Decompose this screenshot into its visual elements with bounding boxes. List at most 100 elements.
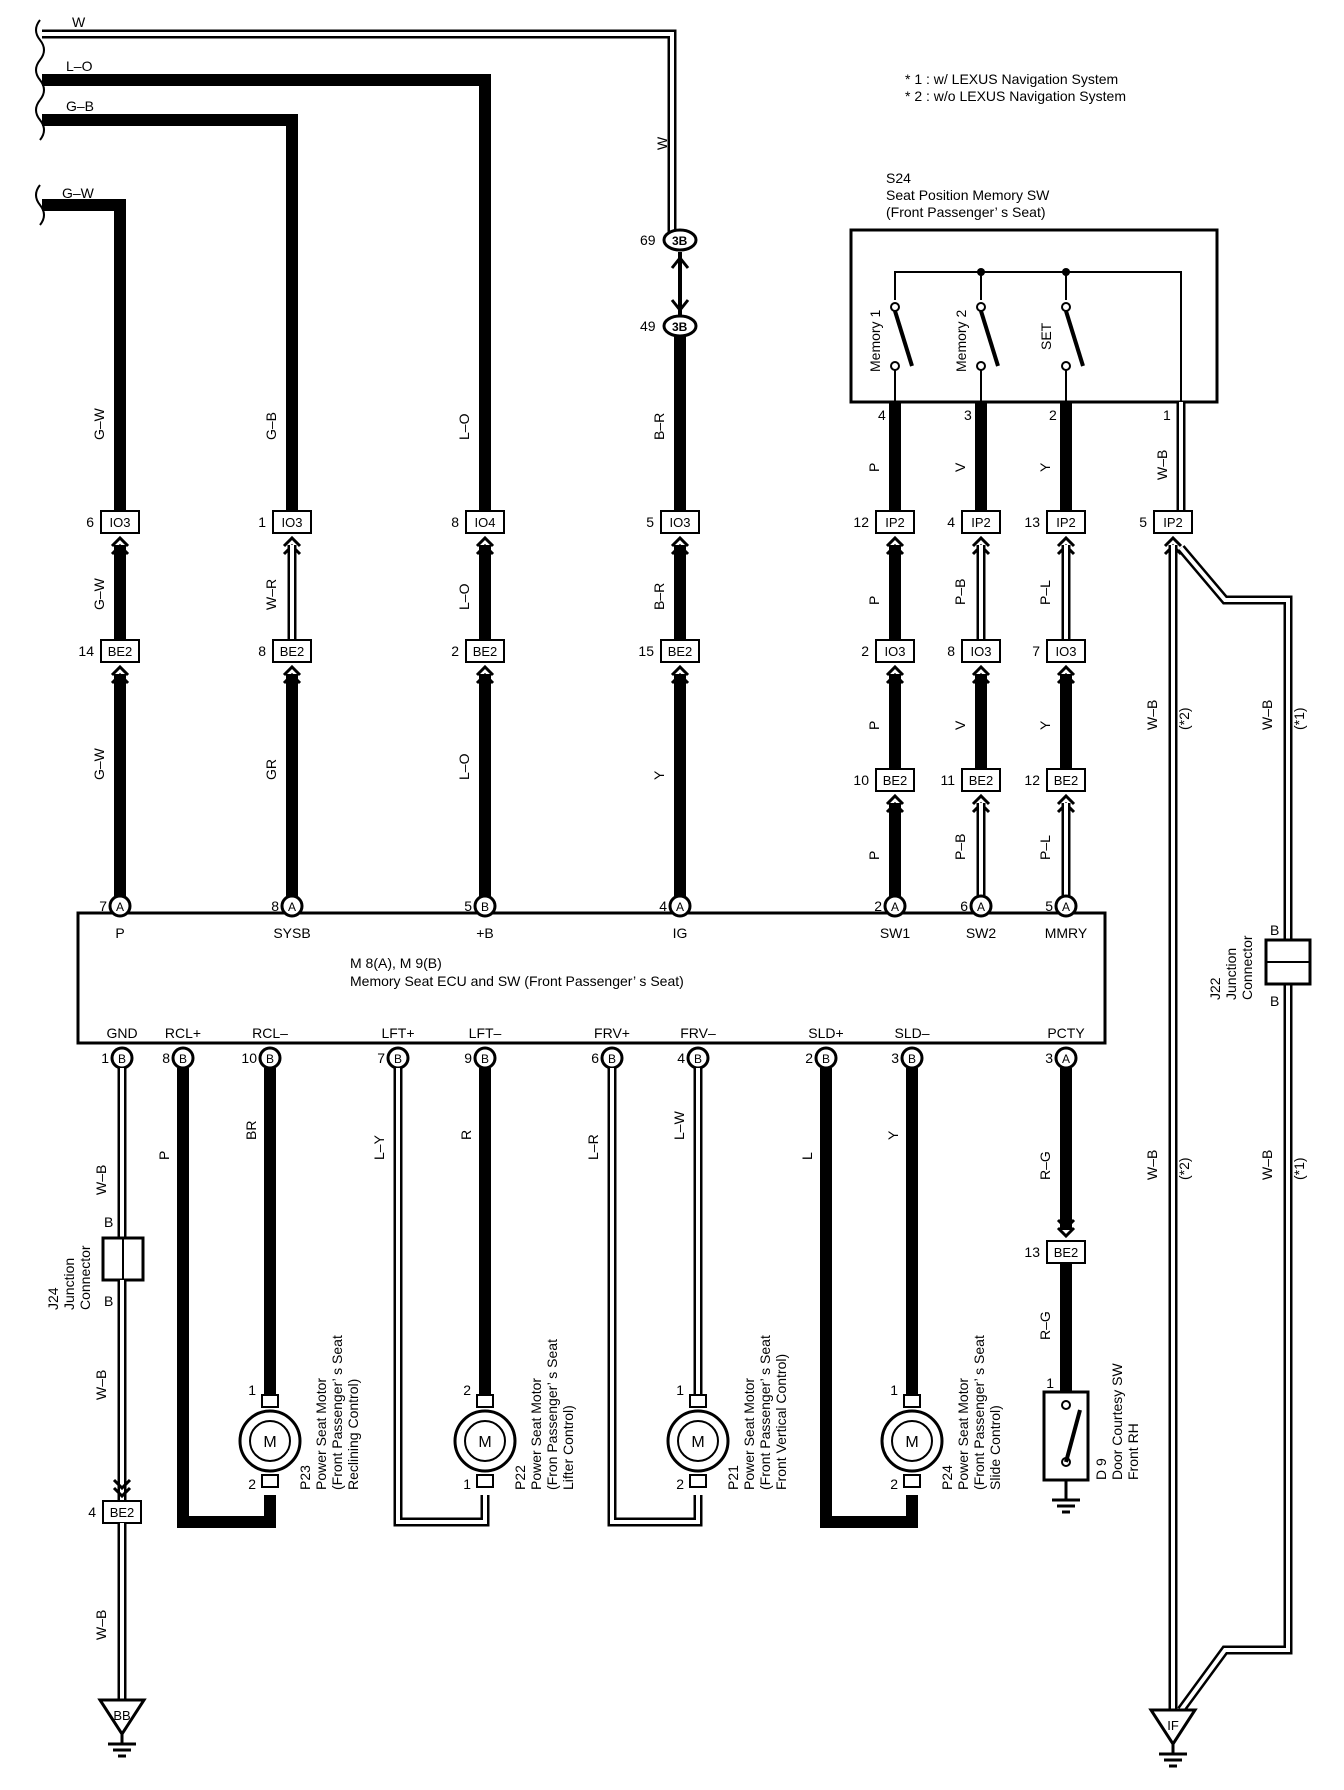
connector-pin: 12 (853, 514, 869, 530)
ecu-pin-label: FRV+ (594, 1025, 630, 1041)
pin-number: 8 (271, 898, 279, 914)
connector-ip2 (961, 510, 1001, 534)
wire-label-gb: G–B (66, 98, 94, 114)
wire-label-mid: G–W (91, 577, 107, 610)
wire-label: P (156, 1151, 172, 1160)
s24-pin-1: 1 (1163, 407, 1171, 423)
wire-label-low: G–W (91, 747, 107, 780)
chevron-up-icon (885, 664, 905, 677)
chevron-up-icon (971, 793, 991, 806)
connector-io3 (1046, 639, 1086, 663)
chevron-up-icon (282, 535, 302, 548)
joint-3b-top (662, 228, 698, 252)
pin-connector-letter: A (891, 900, 899, 914)
motor-brush (261, 1474, 279, 1488)
connector-code: IP2 (1056, 515, 1076, 530)
connector-pin: 2 (861, 643, 869, 659)
ground-bb-icon (97, 1698, 147, 1737)
junction-pin: B (104, 1214, 113, 1230)
connector-be2 (100, 639, 140, 663)
wire-label: P–L (1037, 580, 1053, 605)
pin-number: 4 (677, 1050, 685, 1066)
s24-pin-2: 2 (1049, 407, 1057, 423)
wire-note: (*1) (1291, 707, 1307, 730)
connector-pin: 1 (258, 514, 266, 530)
ecu-pin-label: LFT+ (381, 1025, 414, 1041)
wire-label: L–Y (371, 1134, 387, 1160)
courtesy-sub: Front RH (1125, 1423, 1141, 1480)
pin-connector-letter: A (676, 900, 684, 914)
chevron-up-icon (1056, 535, 1076, 548)
wire-label-top: L–O (456, 413, 472, 440)
ecu-pin-label: RCL– (252, 1025, 288, 1041)
motor-sub: Lifter Control) (560, 1405, 576, 1490)
chevron-up-icon (885, 793, 905, 806)
connector-pin: 2 (451, 643, 459, 659)
ecu-top-pin (1054, 894, 1078, 918)
pin-connector-letter: B (822, 1052, 830, 1066)
connector-pin: 8 (947, 643, 955, 659)
wire-label: W–B (1154, 450, 1170, 480)
junction-pin: B (1270, 993, 1279, 1009)
wire-label: W–B (93, 1370, 109, 1400)
connector-code: IO3 (110, 515, 131, 530)
upper-wire-columns: G–WIO36G–WBE214G–WG–BIO31W–RBE28GRL–OIO4… (78, 402, 1086, 898)
connector-code: BE2 (668, 644, 693, 659)
wire-lo (42, 74, 491, 515)
joint-pin-49: 49 (640, 318, 656, 334)
ecu-pin-label: SW2 (966, 925, 997, 941)
motor-pin: 1 (248, 1382, 256, 1398)
wire-label: Y (1037, 462, 1053, 472)
motor-pin: 1 (463, 1476, 471, 1492)
connector-code: IO3 (282, 515, 303, 530)
motor-pin: 1 (676, 1382, 684, 1398)
motor-sub: Slide Control) (987, 1405, 1003, 1490)
svg-text:Memory 2: Memory 2 (953, 310, 969, 372)
wire-loop (177, 1068, 276, 1528)
connector-be2 (875, 768, 915, 792)
pin-connector-letter: B (179, 1052, 187, 1066)
wire-label: W–B (1259, 1150, 1275, 1180)
connector-pin: 15 (638, 643, 654, 659)
pin-number: 4 (659, 898, 667, 914)
ground-label: BB (113, 1708, 130, 1723)
connector-io3 (660, 510, 700, 534)
pin-number: 3 (891, 1050, 899, 1066)
motor-code: P21 (725, 1465, 741, 1490)
ecu-pin-label: SYSB (273, 925, 310, 941)
connector-code: BE2 (883, 773, 908, 788)
motor-pin: 2 (463, 1382, 471, 1398)
connector-io3 (272, 510, 312, 534)
pin-number: 1 (101, 1050, 109, 1066)
wire-label: L–W (671, 1110, 687, 1140)
wire-label-w: W (72, 14, 86, 30)
wire-label: P–B (952, 834, 968, 860)
chevron-down-icon (112, 1478, 132, 1491)
feed-wires: W L–O G–B G–W (35, 14, 677, 515)
ecu-top-pin (280, 894, 304, 918)
wire-loop (820, 1068, 918, 1528)
chevron-up-icon (670, 535, 690, 548)
right-ground-bundle: W–BIP25W–B(*2)W–B(*2)W–B(*1)W–B(*1)BBJ22… (1139, 402, 1312, 1768)
motor-code: P24 (939, 1465, 955, 1490)
svg-text:3B: 3B (672, 320, 688, 334)
connector-pin: 5 (646, 514, 654, 530)
memory-switch-code: S24 (886, 170, 911, 186)
break-mark (35, 184, 45, 226)
connector-pin: 7 (1032, 643, 1040, 659)
courtesy-code: D 9 (1093, 1458, 1109, 1480)
connector-pin: 8 (451, 514, 459, 530)
wire-label-mid: W–R (263, 579, 279, 610)
wire-label-lo: L–O (66, 58, 93, 74)
wire-label: V (952, 720, 968, 730)
motor-brush (903, 1474, 921, 1488)
wire-label-mid: B–R (651, 583, 667, 610)
chevron-up-icon (885, 535, 905, 548)
connector-code: IP2 (1163, 515, 1183, 530)
wire-label: R–G (1037, 1311, 1053, 1340)
pin-number: 6 (960, 898, 968, 914)
memory-switch-name: Seat Position Memory SW (886, 187, 1050, 203)
wire-label: P–B (952, 579, 968, 605)
